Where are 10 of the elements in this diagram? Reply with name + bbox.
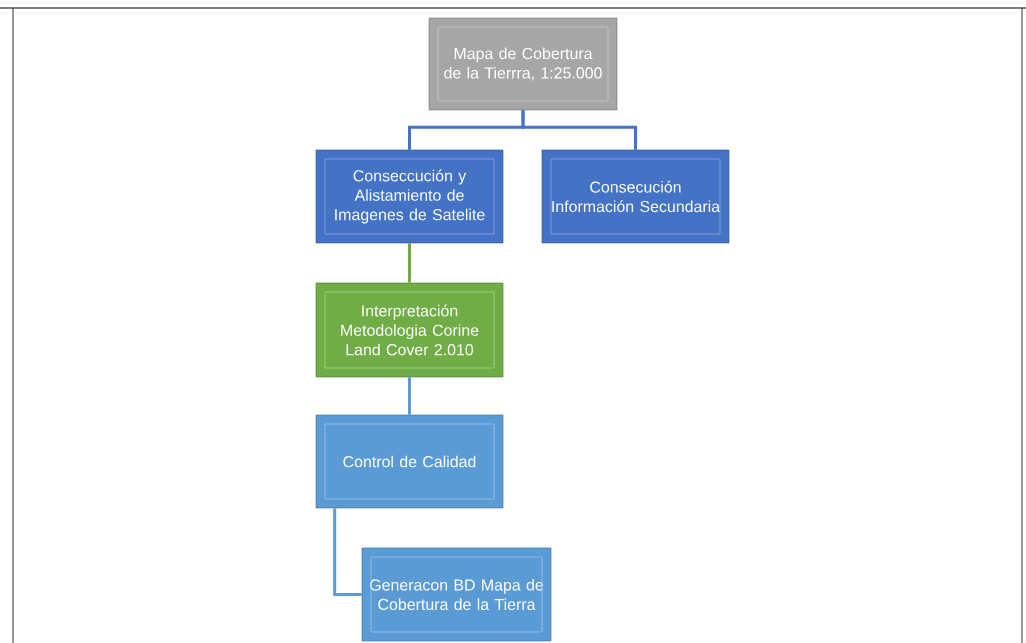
process-box: Interpretación Metodologia Corine Land Cover 2.010 xyxy=(315,282,504,378)
process-box: Mapa de Cobertura de la Tierrra, 1:25.000 xyxy=(428,17,618,111)
process-box: Consecución Información Secundaria xyxy=(541,149,730,244)
process-box: Control de Calidad xyxy=(315,414,504,509)
connector-line xyxy=(408,243,411,283)
process-box: Conseccución y Alistamiento de Imagenes de Satelite xyxy=(315,149,504,244)
connector-line xyxy=(408,377,411,415)
process-box: Generacon BD Mapa de Cobertura de la Tierra xyxy=(361,547,552,642)
connector-line xyxy=(333,508,362,596)
connector-line xyxy=(521,110,637,150)
